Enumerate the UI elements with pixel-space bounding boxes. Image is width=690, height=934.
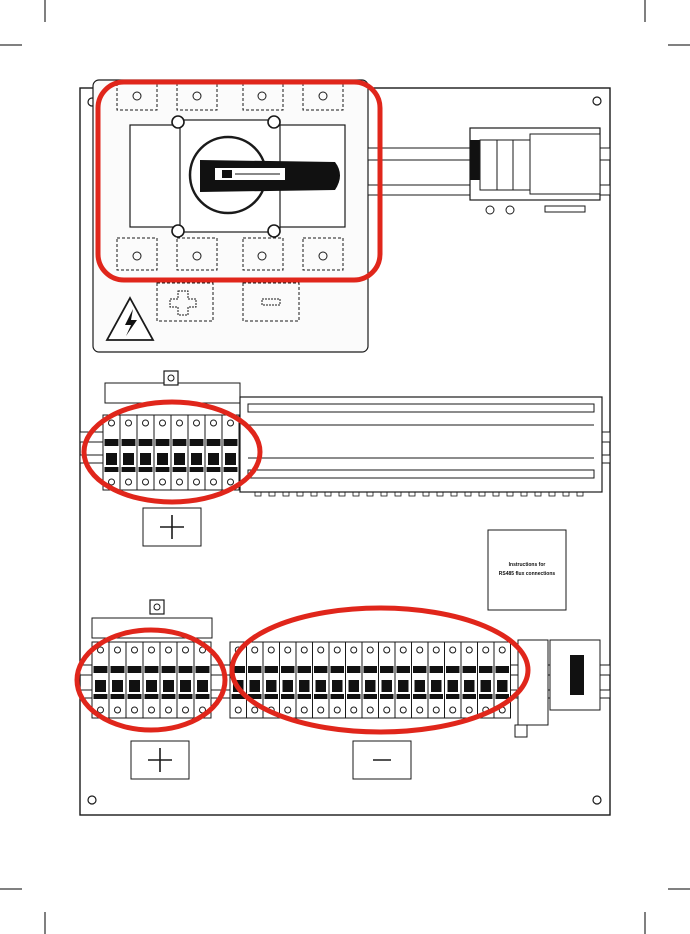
lower-negative-breaker-module (280, 642, 297, 718)
junction-tooth (297, 492, 303, 496)
junction-tooth (269, 492, 275, 496)
upper-breaker-module (222, 415, 239, 490)
upper-breaker-module (171, 415, 188, 490)
junction-tooth (493, 492, 499, 496)
lower-negative-breaker-module (379, 642, 396, 718)
lower-negative-breaker-module (428, 642, 445, 718)
lower-negative-breaker-module (313, 642, 330, 718)
lower-positive-breaker-module (194, 642, 211, 718)
lower-negative-breaker-module (296, 642, 313, 718)
junction-tooth (521, 492, 527, 496)
lower-minus-symbol (353, 741, 411, 779)
lower-negative-breaker-module (445, 642, 462, 718)
junction-tooth (437, 492, 443, 496)
upper-breaker-module (103, 415, 120, 490)
upper-plus-symbol (143, 508, 201, 546)
junction-tooth (339, 492, 345, 496)
lower-positive-breaker-module (109, 642, 126, 718)
junction-tooth (465, 492, 471, 496)
junction-tooth (507, 492, 513, 496)
junction-tooth (381, 492, 387, 496)
upper-breaker-module (137, 415, 154, 490)
lower-positive-breaker-module (143, 642, 160, 718)
surge-protector-module (470, 128, 600, 214)
junction-tooth (311, 492, 317, 496)
lower-negative-breaker-module (362, 642, 379, 718)
junction-tooth (367, 492, 373, 496)
junction-tooth (535, 492, 541, 496)
lower-negative-breaker-module (346, 642, 363, 718)
junction-tooth (283, 492, 289, 496)
lower-positive-breaker-module (92, 642, 109, 718)
junction-tooth (577, 492, 583, 496)
lower-positive-breaker-module (160, 642, 177, 718)
junction-tooth (325, 492, 331, 496)
lower-plus-symbol (131, 741, 189, 779)
lower-positive-breaker-module (177, 642, 194, 718)
upper-breaker-module (188, 415, 205, 490)
junction-tooth (255, 492, 261, 496)
junction-tooth (451, 492, 457, 496)
lower-negative-breaker-module (412, 642, 429, 718)
instruction-line-2: RS485 flux connections (499, 571, 556, 577)
rs485-junction-module (240, 397, 602, 496)
upper-breaker-module (154, 415, 171, 490)
instruction-label-box: Instructions for RS485 flux connections (488, 530, 566, 610)
junction-tooth (563, 492, 569, 496)
lower-negative-breaker-module (478, 642, 495, 718)
lower-breaker-row (80, 600, 610, 737)
junction-tooth (423, 492, 429, 496)
lower-positive-breaker-module (126, 642, 143, 718)
lower-negative-breaker-module (329, 642, 346, 718)
junction-tooth (395, 492, 401, 496)
instruction-line-1: Instructions for (509, 562, 546, 568)
junction-tooth (353, 492, 359, 496)
upper-breaker-module (120, 415, 137, 490)
lower-negative-breaker-module (395, 642, 412, 718)
junction-tooth (479, 492, 485, 496)
junction-tooth (409, 492, 415, 496)
junction-tooth (549, 492, 555, 496)
upper-breaker-module (205, 415, 222, 490)
lower-negative-breaker-module (461, 642, 478, 718)
